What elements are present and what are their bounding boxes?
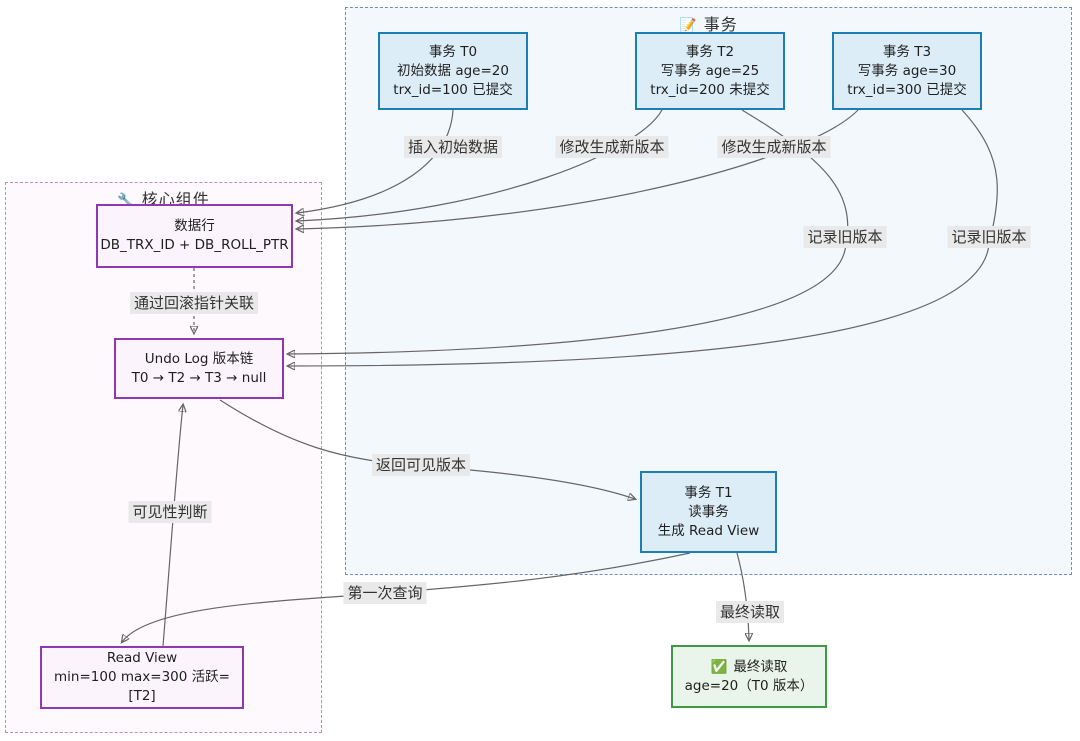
node-undo-log: Undo Log 版本链 T0 → T2 → T3 → null (114, 338, 284, 399)
node-read-view-title: Read View (106, 650, 178, 666)
node-data-row-line2: DB_TRX_ID + DB_ROLL_PTR (100, 237, 289, 253)
edge-label-rollback-pointer: 通过回滚指针关联 (129, 292, 259, 314)
node-transaction-t3: 事务 T3 写事务 age=30 trx_id=300 已提交 (832, 32, 982, 110)
node-undo-log-line2: T0 → T2 → T3 → null (131, 369, 267, 386)
edge-label-record-old-version-1: 记录旧版本 (803, 226, 887, 248)
node-read-view: Read View min=100 max=300 活跃=[T2] (40, 646, 244, 709)
group-transactions-title: 📝 事务 (346, 11, 1071, 35)
edge-label-record-old-version-2: 记录旧版本 (947, 226, 1031, 248)
check-mark-icon: ✅ (710, 658, 728, 675)
node-t1-title: 事务 T1 (684, 484, 733, 501)
node-data-row: 数据行 DB_TRX_ID + DB_ROLL_PTR (96, 204, 293, 268)
node-final-read-title: 最终读取 (733, 658, 788, 675)
memo-icon: 📝 (679, 18, 698, 34)
node-t2-title: 事务 T2 (685, 43, 735, 60)
node-transaction-t1: 事务 T1 读事务 生成 Read View (640, 471, 777, 553)
edge-label-visibility-check: 可见性判断 (128, 501, 212, 523)
node-t3-title: 事务 T3 (882, 43, 932, 60)
node-read-view-line2: min=100 max=300 活跃=[T2] (54, 669, 230, 704)
node-t0-title: 事务 T0 (428, 43, 478, 60)
edge-label-modify-new-version-2: 修改生成新版本 (717, 136, 831, 158)
group-transactions-label: 事务 (703, 15, 738, 34)
node-final-read: ✅ 最终读取 age=20（T0 版本） (671, 645, 827, 708)
node-t0-line2: 初始数据 age=20 (397, 62, 509, 79)
edge-label-modify-new-version-1: 修改生成新版本 (555, 136, 669, 158)
node-t0-line3: trx_id=100 已提交 (393, 81, 513, 98)
node-final-read-line2: age=20（T0 版本） (684, 677, 814, 694)
node-t3-line2: 写事务 age=30 (857, 62, 957, 79)
node-transaction-t0: 事务 T0 初始数据 age=20 trx_id=100 已提交 (378, 32, 528, 110)
edge-label-insert-initial: 插入初始数据 (403, 136, 503, 158)
edge-label-first-query: 第一次查询 (343, 582, 427, 604)
node-t1-line2: 读事务 (688, 503, 729, 520)
edge-label-return-visible: 返回可见版本 (371, 454, 471, 476)
node-data-row-title: 数据行 (174, 218, 215, 234)
node-t2-line3: trx_id=200 未提交 (650, 81, 770, 98)
node-t3-line3: trx_id=300 已提交 (847, 81, 967, 98)
node-transaction-t2: 事务 T2 写事务 age=25 trx_id=200 未提交 (635, 32, 785, 110)
node-t2-line2: 写事务 age=25 (660, 62, 760, 79)
edge-label-final-read: 最终读取 (715, 601, 785, 623)
node-undo-log-title: Undo Log 版本链 (144, 350, 254, 367)
node-t1-line3: 生成 Read View (657, 522, 760, 539)
